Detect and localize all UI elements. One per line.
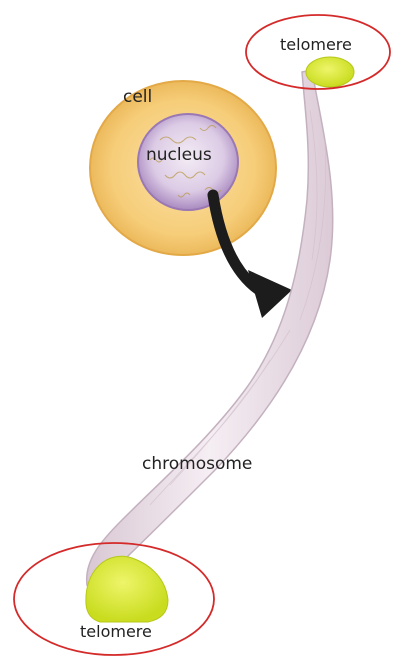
cell <box>90 81 276 255</box>
telomere-bottom-cap <box>86 556 168 622</box>
nucleus-label: nucleus <box>146 145 212 165</box>
chromosome-label: chromosome <box>142 454 252 474</box>
cell-label: cell <box>123 87 152 107</box>
telomere-top-label: telomere <box>280 35 352 54</box>
telomere-top-cap <box>306 57 354 87</box>
telomere-bottom-label: telomere <box>80 622 152 641</box>
